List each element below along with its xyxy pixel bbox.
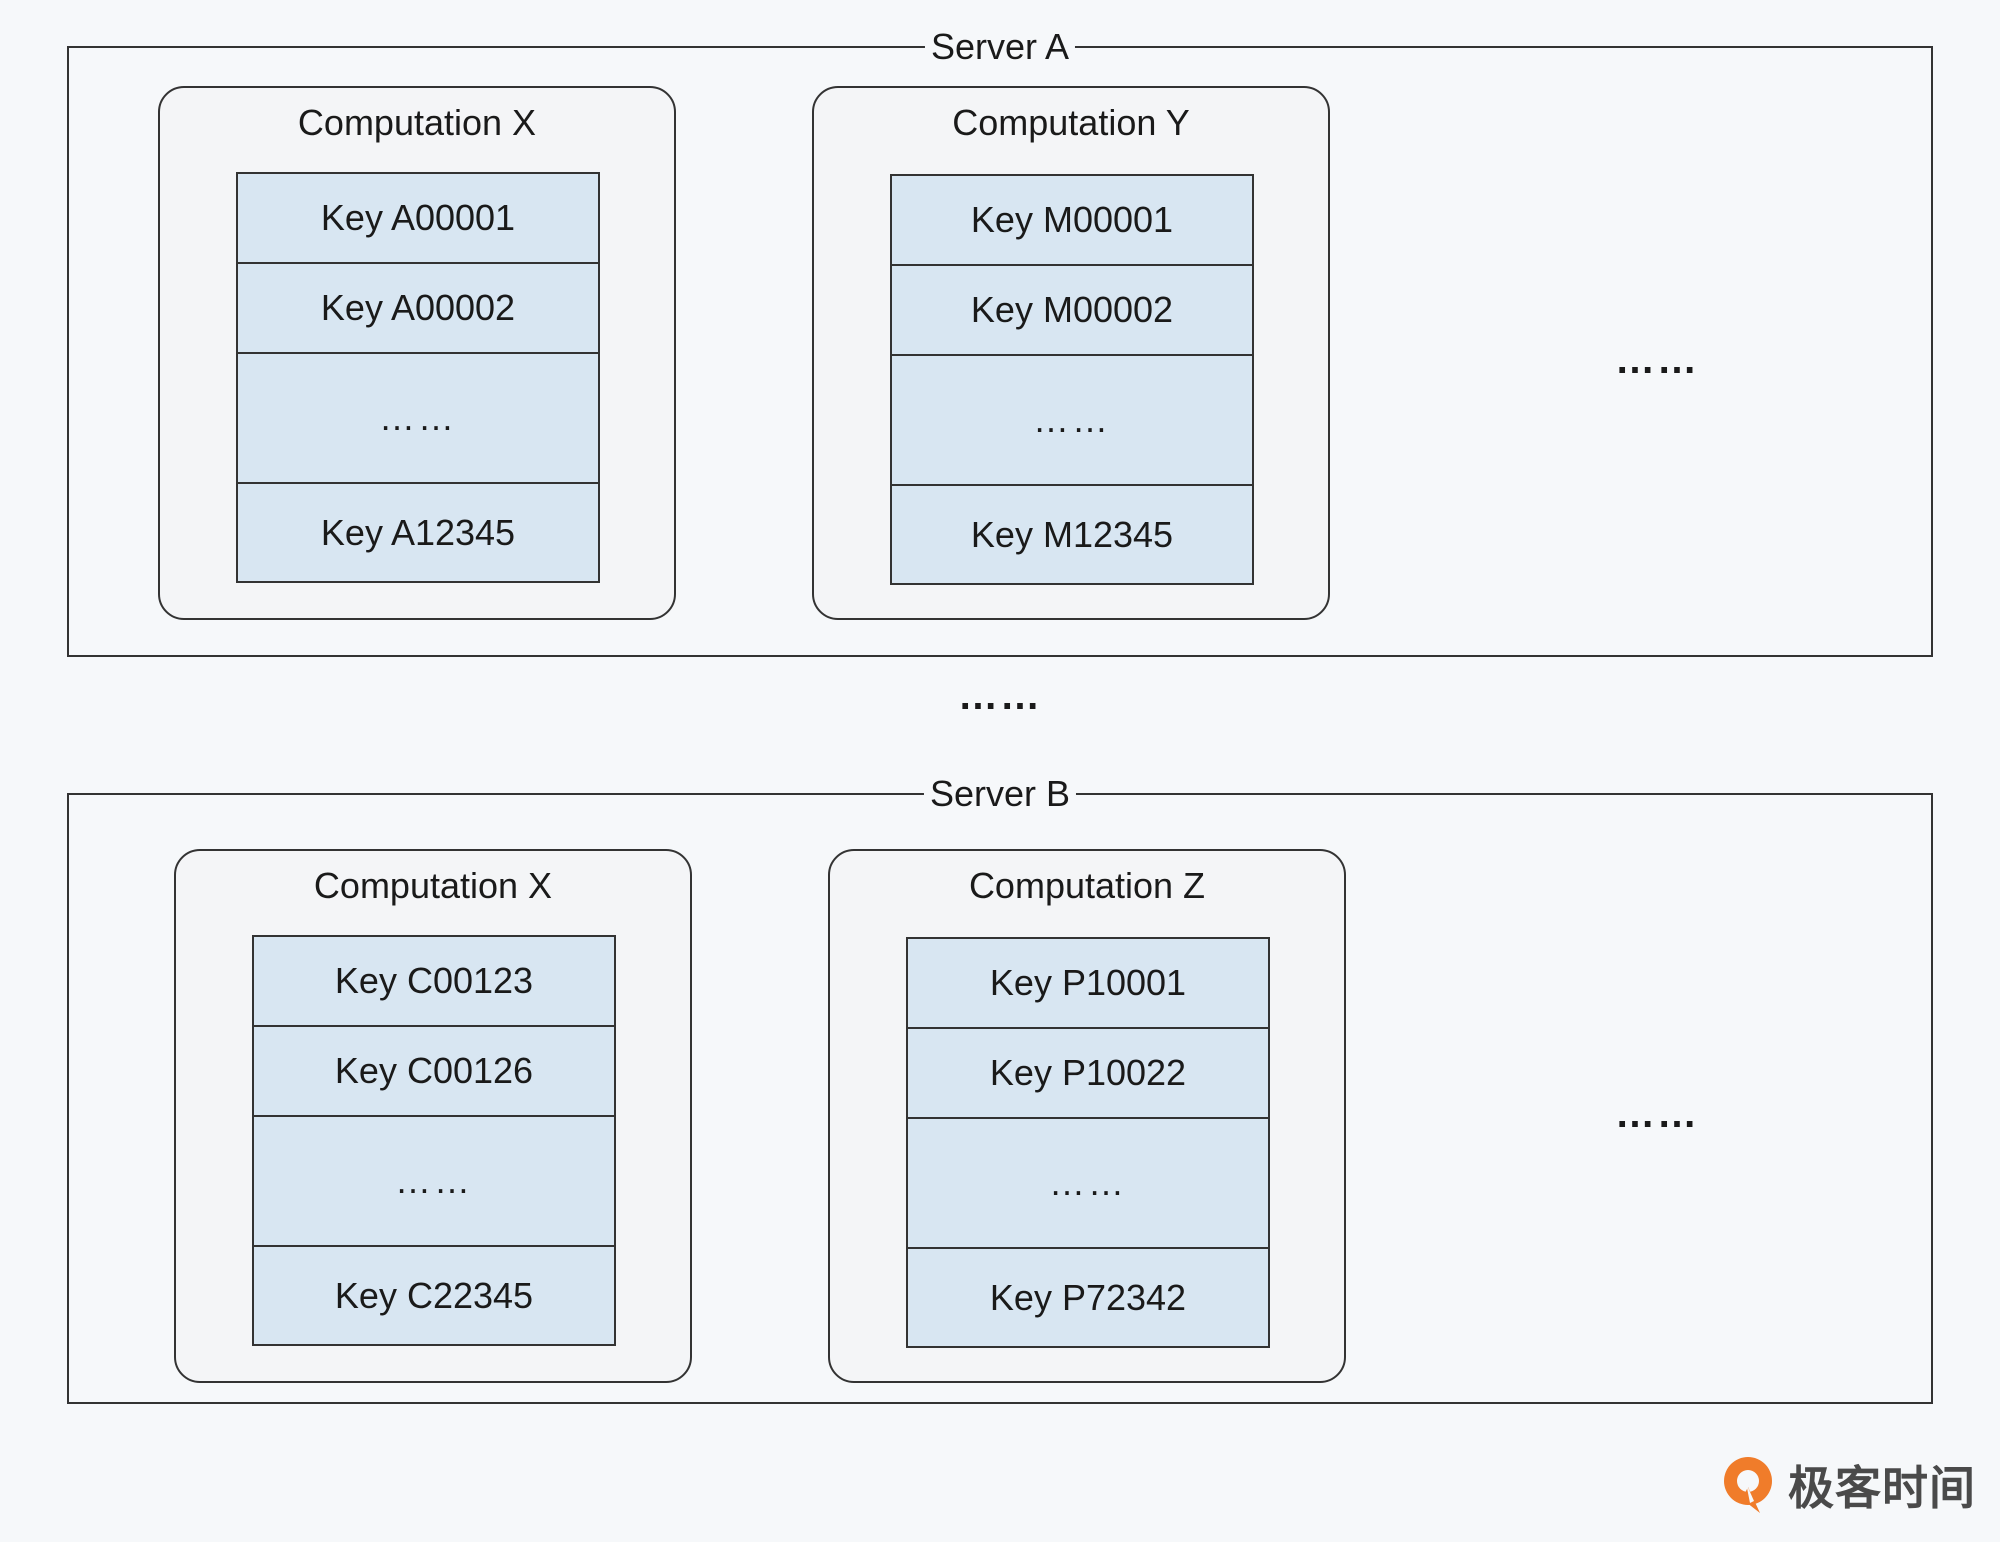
- more-computations-ellipsis: ……: [1615, 1092, 1699, 1136]
- key-item: Key C22345: [334, 1274, 534, 1316]
- key-item: Key P10022: [908, 1029, 1268, 1119]
- key-ellipsis: ……: [892, 356, 1252, 486]
- key-item: Key A12345: [320, 511, 516, 553]
- computation-title: Computation X: [297, 102, 537, 143]
- key-item: Key C00123: [254, 937, 614, 1027]
- key-item: Key A00001: [238, 174, 598, 264]
- server-a-frame: Server A Computation X Key A00001 Key A0…: [67, 21, 1933, 657]
- computation-y-card: Computation Y Key M00001 Key M00002 …… K…: [812, 86, 1330, 620]
- key-item: Key P10001: [908, 939, 1268, 1029]
- key-list: Key M00001 Key M00002 …… Key M12345: [890, 174, 1254, 585]
- key-item: Key P72342: [989, 1276, 1187, 1318]
- key-ellipsis: ……: [238, 354, 598, 484]
- key-ellipsis: ……: [254, 1117, 614, 1247]
- computation-title: Computation Z: [968, 865, 1206, 906]
- key-item: Key M00002: [892, 266, 1252, 356]
- key-ellipsis-text: ……: [379, 397, 457, 438]
- computation-title: Computation Y: [952, 102, 1190, 143]
- more-servers-ellipsis: ……: [958, 674, 1042, 718]
- computation-x-card: Computation X Key C00123 Key C00126 …… K…: [174, 849, 692, 1383]
- key-item: Key C00126: [254, 1027, 614, 1117]
- geektime-logo-icon: [1724, 1457, 1772, 1513]
- key-ellipsis-text: ……: [1049, 1162, 1127, 1203]
- key-list: Key A00001 Key A00002 …… Key A12345: [236, 172, 600, 583]
- logo-text: 极客时间: [1788, 1461, 1976, 1515]
- key-list: Key P10001 Key P10022 …… Key P72342: [906, 937, 1270, 1348]
- more-computations-ellipsis: ……: [1615, 338, 1699, 382]
- server-a-title: Server A: [924, 21, 1076, 73]
- server-b-frame: Server B Computation X Key C00123 Key C0…: [67, 768, 1933, 1404]
- key-ellipsis-text: ……: [395, 1160, 473, 1201]
- server-b-title: Server B: [923, 768, 1077, 820]
- key-list: Key C00123 Key C00126 …… Key C22345: [252, 935, 616, 1346]
- key-ellipsis-text: ……: [1033, 399, 1111, 440]
- computation-title: Computation X: [313, 865, 553, 906]
- key-item: Key M12345: [970, 513, 1174, 555]
- key-item: Key A00002: [238, 264, 598, 354]
- key-ellipsis: ……: [908, 1119, 1268, 1249]
- computation-x-card: Computation X Key A00001 Key A00002 …… K…: [158, 86, 676, 620]
- computation-z-card: Computation Z Key P10001 Key P10022 …… K…: [828, 849, 1346, 1383]
- brand-logo: 极客时间: [1720, 1452, 1976, 1518]
- key-item: Key M00001: [892, 176, 1252, 266]
